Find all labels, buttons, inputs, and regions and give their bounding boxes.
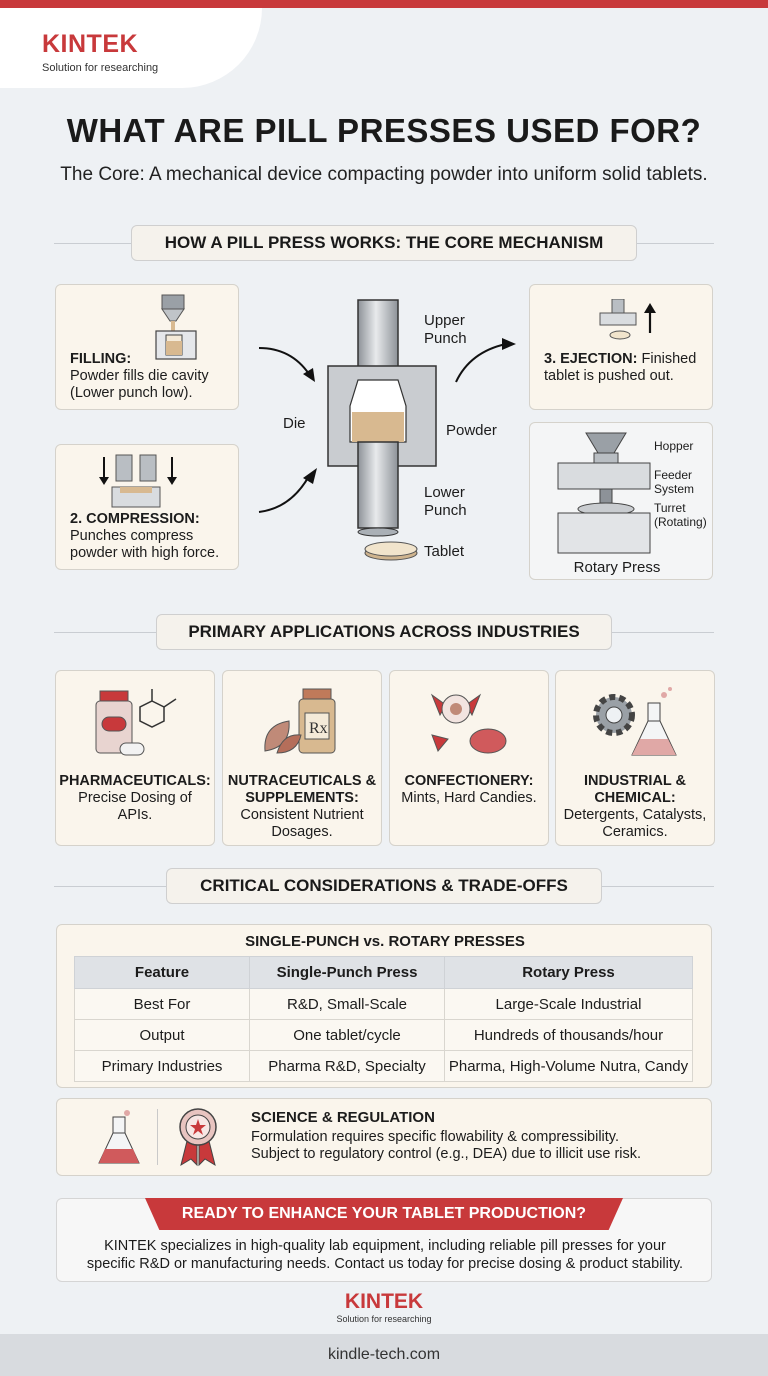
label-upper-punch: Punch <box>424 330 467 347</box>
filling-line2: (Lower punch low). <box>70 385 193 401</box>
science-line1: Formulation requires specific flowabilit… <box>251 1129 619 1145</box>
rotary-press-caption: Rotary Press <box>573 559 661 576</box>
supplements-title: SUPPLEMENTS: <box>245 790 359 806</box>
header-logo-panel: KINTEK Solution for researching <box>0 8 262 88</box>
science-line2: Subject to regulatory control (e.g., DEA… <box>251 1146 642 1162</box>
app-card-confectionery: CONFECTIONERY: Mints, Hard Candies. <box>389 670 549 846</box>
svg-text:Rx: Rx <box>309 720 328 737</box>
app-card-industrial: INDUSTRIAL & CHEMICAL: Detergents, Catal… <box>555 670 715 846</box>
arrow-compression-to-press <box>258 468 317 513</box>
industrial-title: INDUSTRIAL & <box>583 773 687 789</box>
table-header-cell: Single-Punch Press <box>249 956 445 989</box>
ejection-title-rest: Finished <box>641 351 697 367</box>
nutraceuticals-desc-1: Consistent Nutrient <box>240 807 364 823</box>
compression-title: 2. COMPRESSION: <box>70 511 200 527</box>
filling-title: FILLING: <box>70 351 132 367</box>
cta-line1: KINTEK specializes in high-quality lab e… <box>104 1238 666 1254</box>
top-accent-bar <box>0 0 768 8</box>
cta-line2: specific R&D or manufacturing needs. Con… <box>86 1256 684 1272</box>
footer-brand-tagline: Solution for researching <box>336 1314 432 1324</box>
gear-flask-icon <box>593 687 677 756</box>
section-heading-applications: PRIMARY APPLICATIONS ACROSS INDUSTRIES <box>156 614 612 650</box>
nutraceuticals-title: NUTRACEUTICALS & <box>227 773 377 789</box>
label-feeder: Feeder <box>654 468 693 482</box>
pharmaceuticals-title: PHARMACEUTICALS: <box>59 773 211 789</box>
label-powder: Powder <box>446 422 497 439</box>
divider <box>157 1109 158 1165</box>
table-cell: Primary Industries <box>74 1050 250 1082</box>
ejection-icon <box>599 299 656 340</box>
table-cell: Large-Scale Industrial <box>444 988 693 1020</box>
compression-icon <box>99 454 177 508</box>
industrial-desc-1: Detergents, Catalysts, <box>563 807 707 823</box>
rotary-press-card: Hopper Feeder System Turret (Rotating) R… <box>529 422 713 580</box>
label-feeder-system: System <box>654 482 695 496</box>
chemical-title: CHEMICAL: <box>594 790 676 806</box>
app-card-nutraceuticals: Rx NUTRACEUTICALS & SUPPLEMENTS: Consist… <box>222 670 382 846</box>
ejection-line2: tablet is pushed out. <box>544 368 674 384</box>
arrow-press-to-ejection <box>455 338 516 383</box>
ejection-step-card: 3. EJECTION: Finished tablet is pushed o… <box>529 284 713 410</box>
brand-tagline: Solution for researching <box>42 62 159 74</box>
table-header-row: Feature Single-Punch Press Rotary Press <box>74 956 693 989</box>
science-regulation-card: SCIENCE & REGULATION Formulation require… <box>56 1098 712 1176</box>
award-badge-icon <box>179 1108 217 1167</box>
flask-icon <box>98 1110 140 1164</box>
pill-press-diagram <box>327 299 437 537</box>
rotary-press-icon <box>557 432 651 554</box>
supplements-icon: Rx <box>264 688 336 754</box>
table-cell: Hundreds of thousands/hour <box>444 1019 693 1051</box>
footer-url-link[interactable]: kindle-tech.com <box>0 1334 768 1376</box>
tablet-icon <box>364 541 418 561</box>
page-title: WHAT ARE PILL PRESSES USED FOR? <box>66 112 702 149</box>
table-row: Best For R&D, Small-Scale Large-Scale In… <box>74 988 693 1020</box>
table-row: Output One tablet/cycle Hundreds of thou… <box>74 1019 693 1051</box>
cta-ribbon-button[interactable]: READY TO ENHANCE YOUR TABLET PRODUCTION? <box>145 1198 623 1230</box>
nutraceuticals-desc-2: Dosages. <box>271 824 333 840</box>
brand-logo[interactable]: KINTEK <box>42 30 139 58</box>
table-header-cell: Rotary Press <box>444 956 693 989</box>
filling-icon <box>155 294 197 360</box>
table-row: Primary Industries Pharma R&D, Specialty… <box>74 1050 693 1082</box>
table-cell: One tablet/cycle <box>249 1019 445 1051</box>
filling-step-card: FILLING: Powder fills die cavity (Lower … <box>55 284 239 410</box>
pharmaceuticals-desc-2: APIs. <box>117 807 153 823</box>
compression-line2: powder with high force. <box>70 545 220 561</box>
label-lower-punch: Punch <box>424 502 467 519</box>
page-subtitle: The Core: A mechanical device compacting… <box>60 164 708 185</box>
candy-icon <box>430 693 507 754</box>
filling-line1: Powder fills die cavity <box>70 368 209 384</box>
table-cell: Output <box>74 1019 250 1051</box>
label-lower: Lower <box>424 484 465 501</box>
label-turret: Turret <box>654 501 686 515</box>
confectionery-title: CONFECTIONERY: <box>404 773 534 789</box>
comparison-title: SINGLE-PUNCH vs. ROTARY PRESSES <box>245 933 525 950</box>
label-turret-rotating: (Rotating) <box>654 515 707 529</box>
table-cell: R&D, Small-Scale <box>249 988 445 1020</box>
pharmaceuticals-icon <box>95 689 177 756</box>
pharmaceuticals-desc-1: Precise Dosing of <box>78 790 192 806</box>
table-cell: Pharma R&D, Specialty <box>249 1050 445 1082</box>
comparison-table: Feature Single-Punch Press Rotary Press … <box>74 956 693 1082</box>
footer-brand-logo[interactable]: KINTEK <box>344 1290 424 1313</box>
science-title: SCIENCE & REGULATION <box>251 1109 435 1126</box>
table-cell: Pharma, High-Volume Nutra, Candy <box>444 1050 693 1082</box>
compression-step-card: 2. COMPRESSION: Punches compress powder … <box>55 444 239 570</box>
app-card-pharmaceuticals: PHARMACEUTICALS: Precise Dosing of APIs. <box>55 670 215 846</box>
ejection-title: 3. EJECTION: <box>544 351 638 367</box>
label-die: Die <box>283 415 306 432</box>
label-tablet: Tablet <box>424 543 465 560</box>
confectionery-desc-1: Mints, Hard Candies. <box>401 790 537 806</box>
arrow-filling-to-press <box>258 347 315 382</box>
table-cell: Best For <box>74 988 250 1020</box>
label-upper: Upper <box>424 312 465 329</box>
section-heading-mechanism: HOW A PILL PRESS WORKS: THE CORE MECHANI… <box>131 225 637 261</box>
industrial-desc-2: Ceramics. <box>602 824 668 840</box>
label-hopper: Hopper <box>654 439 694 453</box>
compression-line1: Punches compress <box>70 528 194 544</box>
table-header-cell: Feature <box>74 956 250 989</box>
section-heading-considerations: CRITICAL CONSIDERATIONS & TRADE-OFFS <box>166 868 602 904</box>
